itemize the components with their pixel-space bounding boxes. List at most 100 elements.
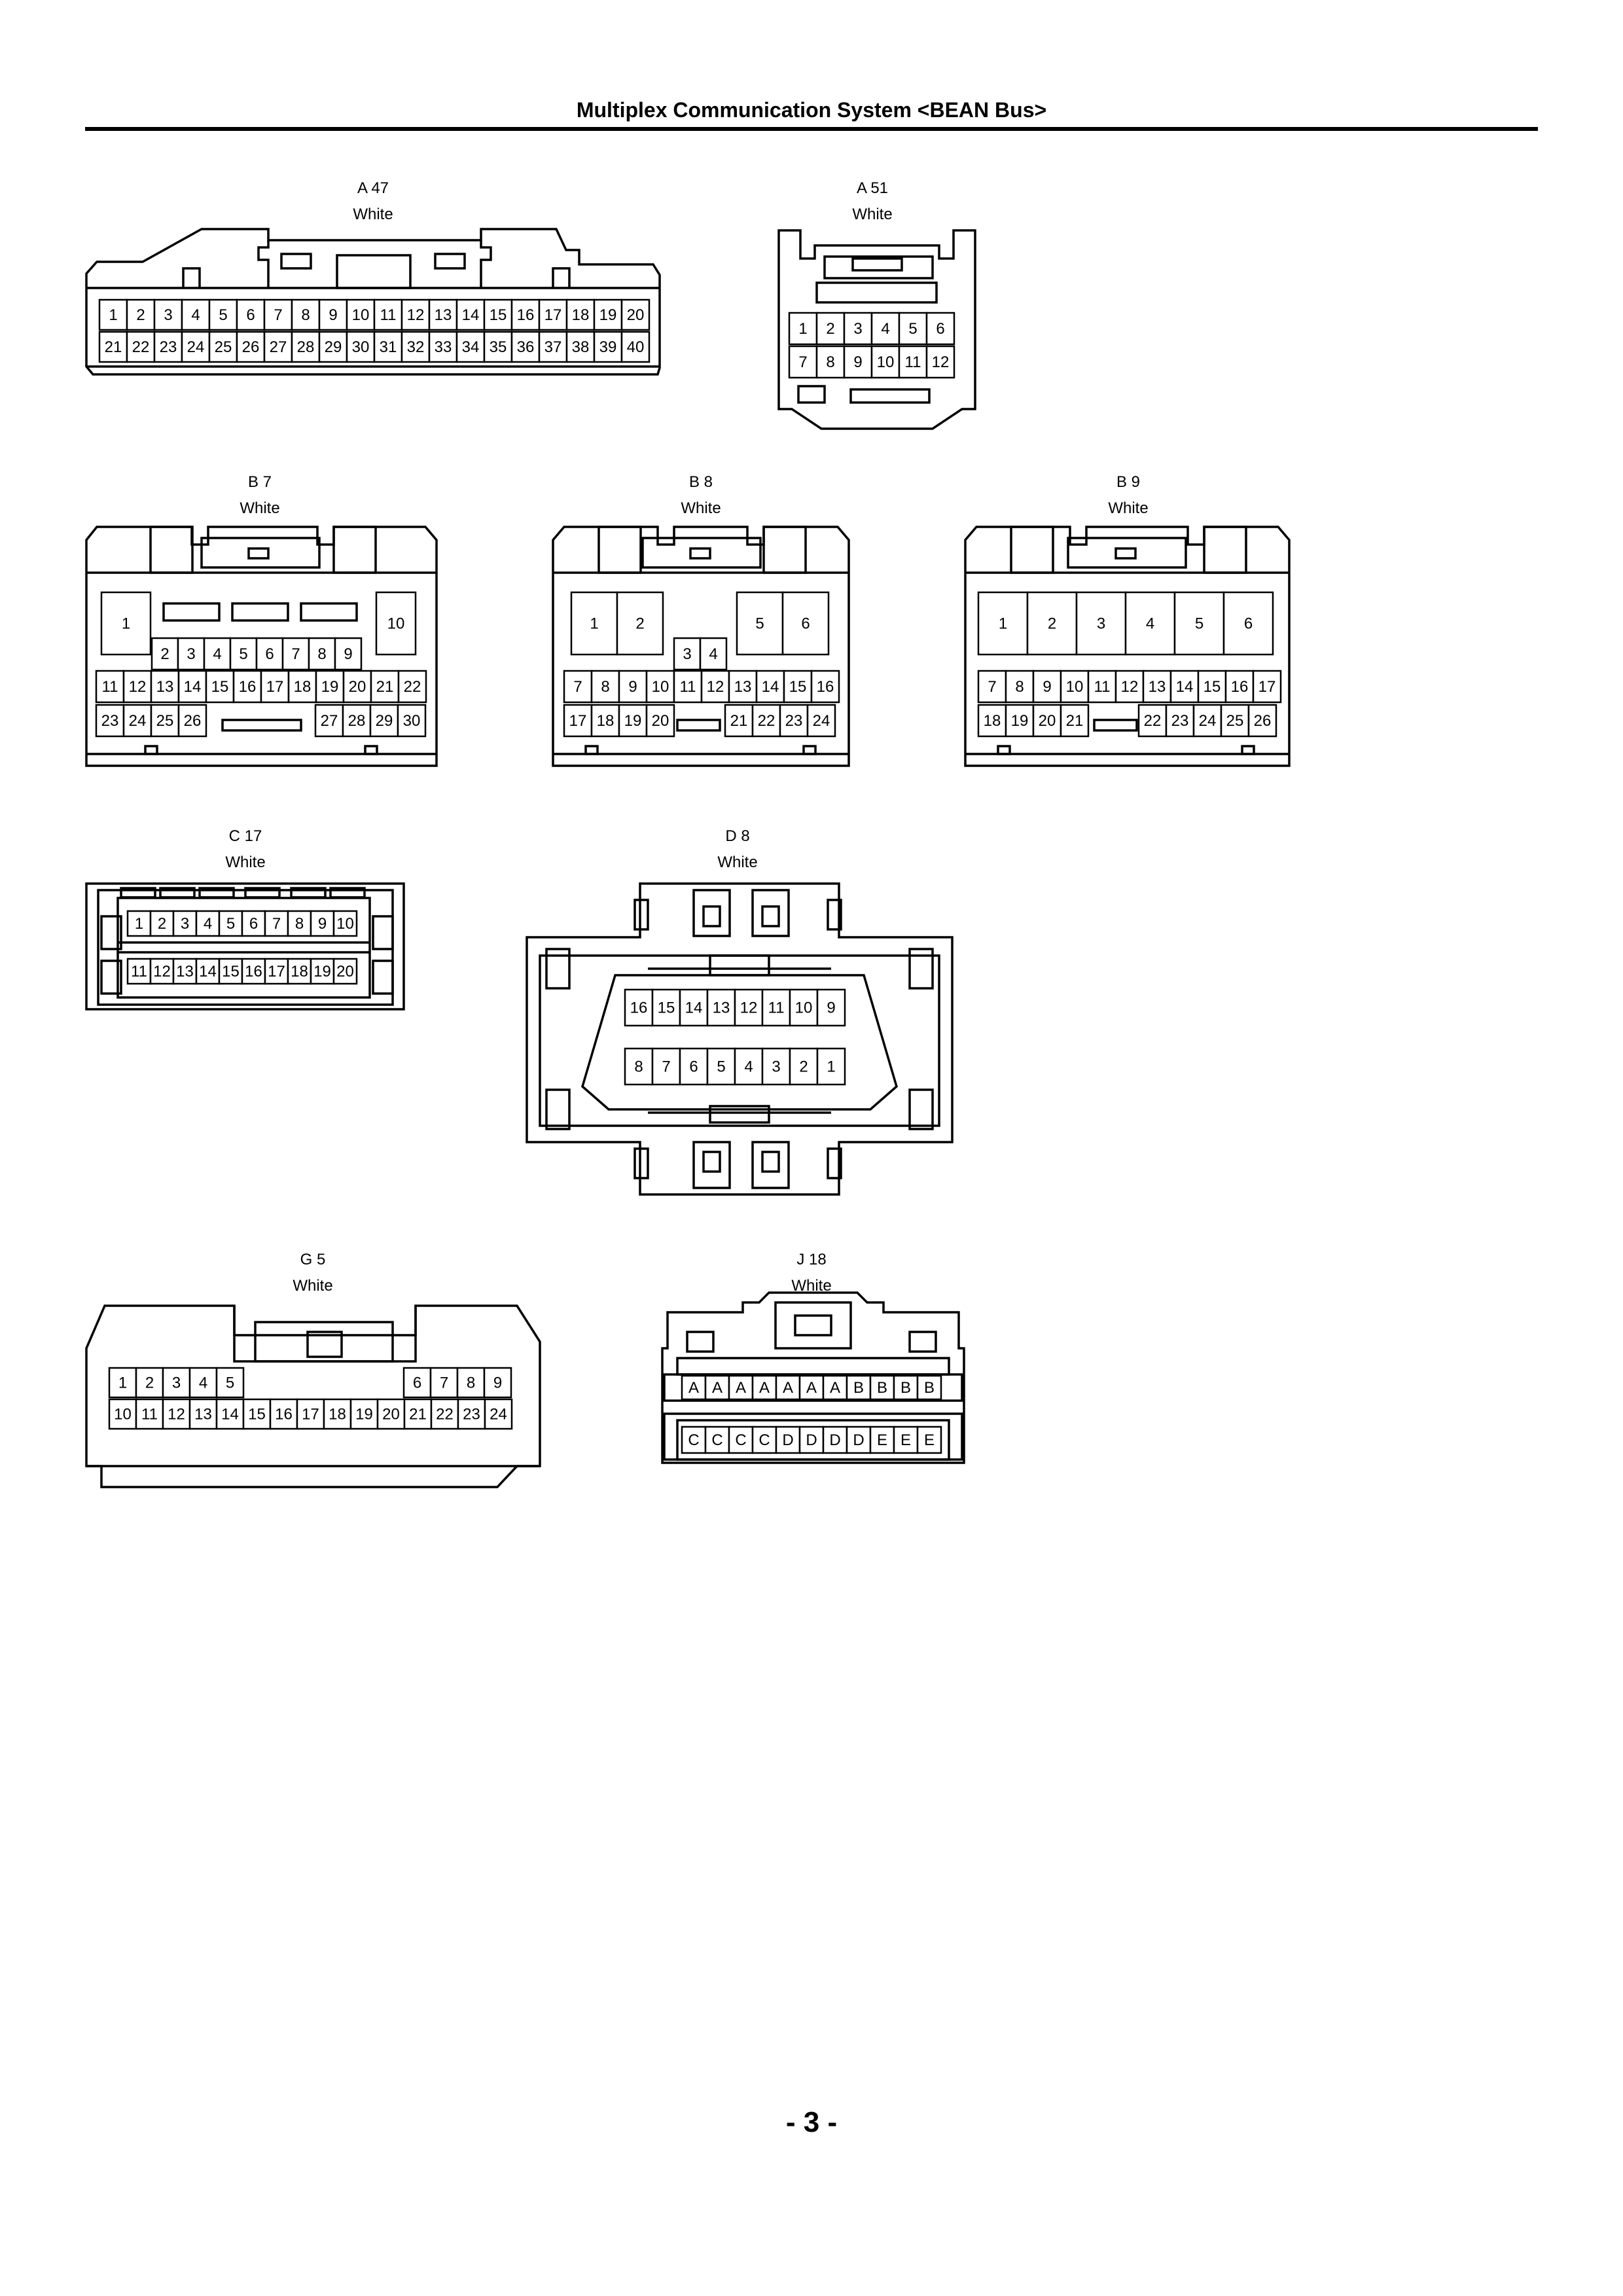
b9-pin-cell	[1165, 704, 1195, 738]
connector-c17-id: C 17	[228, 827, 262, 845]
b7-pin-label: 27	[321, 712, 338, 730]
a47-pin-cell	[510, 298, 541, 331]
b9-pin-cell	[1192, 704, 1222, 738]
c17-pin-cell	[264, 958, 289, 985]
a47-pin-cell	[126, 298, 156, 331]
b8-large-pin-label: 5	[755, 615, 764, 633]
b7-pin-label: 8	[317, 645, 326, 663]
g5-pin-cell	[108, 1367, 137, 1399]
j18-pin-cell	[751, 1426, 777, 1454]
b9-large-pin-cell	[1222, 591, 1274, 656]
c17-pin-cell	[287, 910, 312, 937]
j18-pin-label: C	[711, 1431, 722, 1449]
a47-pin-cell	[538, 298, 568, 331]
j18-pin-cell	[728, 1374, 754, 1401]
b9-large-pin-label: 4	[1146, 615, 1154, 633]
a51-pin-cell	[815, 312, 846, 346]
b8-pin-label: 15	[789, 678, 807, 696]
b7-pin-label: 11	[102, 678, 118, 696]
b8-pin-label: 3	[683, 645, 691, 663]
a47-pin-cell	[593, 298, 623, 331]
g5-pin-cell	[484, 1398, 513, 1430]
b9-pin-cell	[1247, 704, 1277, 738]
b9-pin-label: 17	[1258, 678, 1276, 696]
a51-pin-label: 10	[877, 353, 895, 371]
connector-j18-id: J 18	[796, 1251, 827, 1268]
b7-pin-label: 20	[349, 678, 366, 696]
b8-pin-label: 16	[817, 678, 834, 696]
b8-large-pin-label: 1	[590, 615, 598, 633]
d8-pin-label: 2	[799, 1058, 808, 1076]
j18-pin-label: E	[877, 1431, 887, 1449]
b9-large-pin-label: 6	[1244, 615, 1253, 633]
a47-pin-cell	[538, 331, 568, 363]
a47-pin-cell	[620, 298, 651, 331]
connector-a51-color: White	[852, 206, 893, 223]
connector-b8-id: B 8	[688, 473, 713, 491]
d8-pin-label: 16	[630, 999, 648, 1017]
a47-pin-label: 13	[435, 306, 452, 324]
g5-pin-cell	[188, 1367, 218, 1399]
c17-pin-label: 9	[318, 915, 327, 933]
b7-pin-cell	[314, 704, 344, 738]
c17-pin-cell	[218, 958, 243, 985]
b8-pin-label: 12	[707, 678, 724, 696]
b7-pin-label: 25	[156, 712, 174, 730]
b7-pin-cell	[122, 704, 152, 738]
b7-pin-label: 3	[187, 645, 195, 663]
g5-pin-label: 5	[226, 1374, 234, 1392]
b9-pin-label: 13	[1149, 678, 1166, 696]
j18-pin-label: A	[712, 1379, 722, 1397]
connector-c17-housing	[85, 882, 405, 1011]
c17-pin-label: 3	[181, 915, 189, 933]
b8-pin-label: 4	[709, 645, 717, 663]
d8-pin-cell	[706, 988, 736, 1027]
j18-pin-label: B	[924, 1379, 935, 1397]
b8-pin-label: 18	[597, 712, 615, 730]
b8-pin-cell	[590, 704, 620, 738]
a47-pin-label: 18	[572, 306, 590, 324]
g5-pin-cell	[376, 1398, 406, 1430]
j18-pin-cell	[893, 1426, 919, 1454]
c17-pin-cell	[264, 910, 289, 937]
d8-pin-cell	[734, 1047, 764, 1086]
g5-pin-cell	[457, 1398, 486, 1430]
a47-pin-label: 28	[297, 338, 315, 356]
connector-g5-labels: G 5 White	[215, 1247, 411, 1299]
a47-pin-label: 33	[435, 338, 452, 356]
g5-pin-label: 23	[463, 1406, 480, 1424]
connector-a47-labels: A 47 White	[275, 175, 471, 228]
a47-pin-cell	[181, 298, 211, 331]
a47-pin-label: 23	[160, 338, 177, 356]
g5-pin-cell	[162, 1398, 191, 1430]
a51-pin-cell	[870, 345, 901, 379]
a47-pin-label: 8	[301, 306, 310, 324]
j18-pin-label: A	[806, 1379, 817, 1397]
g5-pin-label: 7	[440, 1374, 448, 1392]
j18-pin-cell	[869, 1374, 895, 1401]
a47-pin-label: 39	[599, 338, 617, 356]
g5-pin-cell	[188, 1398, 218, 1430]
connector-b9-labels: B 9 White	[1030, 469, 1226, 522]
g5-pin-label: 15	[248, 1406, 266, 1424]
a51-pin-cell	[870, 312, 901, 346]
g5-pin-label: 3	[172, 1374, 181, 1392]
connector-b7-id: B 7	[247, 473, 272, 491]
b9-large-pin-label: 5	[1195, 615, 1204, 633]
j18-pin-label: B	[877, 1379, 887, 1397]
a51-pin-cell	[843, 312, 873, 346]
b7-pin-label: 23	[101, 712, 119, 730]
d8-pin-label: 6	[689, 1058, 698, 1076]
a47-pin-label: 17	[544, 306, 562, 324]
c17-pin-cell	[126, 958, 152, 985]
connector-b8-color: White	[681, 499, 721, 517]
j18-pin-cell	[775, 1426, 801, 1454]
d8-pin-label: 14	[685, 999, 703, 1017]
c17-pin-label: 7	[272, 915, 281, 933]
b9-pin-cell	[1142, 670, 1172, 704]
a47-pin-label: 25	[215, 338, 232, 356]
g5-pin-label: 14	[221, 1406, 239, 1424]
c17-pin-label: 20	[336, 963, 354, 980]
b8-pin-cell	[751, 704, 781, 738]
b9-pin-label: 21	[1066, 712, 1084, 730]
